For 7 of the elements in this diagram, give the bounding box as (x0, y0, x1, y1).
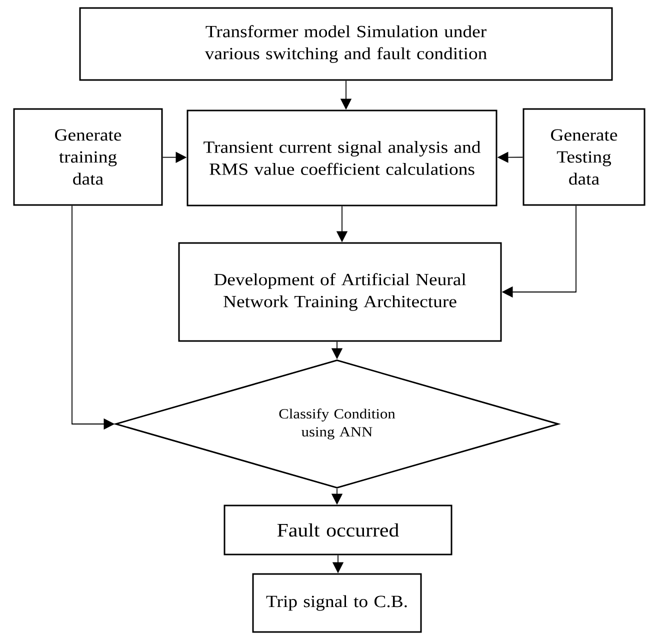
process-box: Transient current signal analysis and RMS value coefficient calculations (186, 110, 498, 206)
process-box: Development of Artificial Neural Network Training Architecture (178, 242, 502, 342)
process-box: Trip signal to C.B. (252, 573, 422, 633)
process-box: Fault occurred (224, 504, 452, 556)
process-box: Transformer model Simulation under various switching and fault condition (79, 7, 613, 81)
process-box: Generate training data (13, 108, 163, 206)
process-box: Generate Testing data (522, 108, 646, 206)
